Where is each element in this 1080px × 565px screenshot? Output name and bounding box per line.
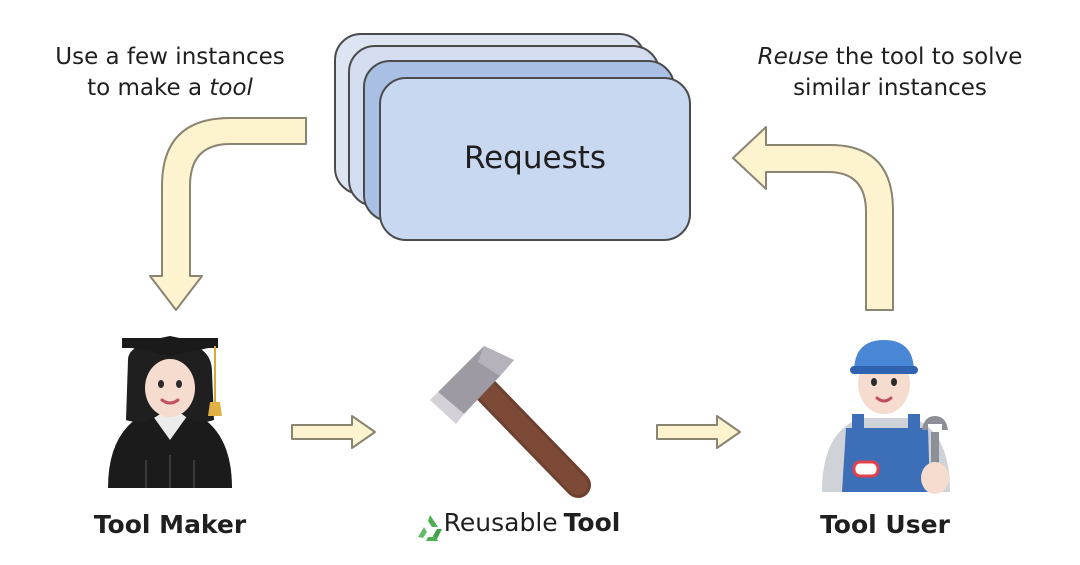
tool-user-label: Tool User: [820, 510, 950, 539]
caption-reuse-rest: the tool to solve: [828, 44, 1023, 70]
caption-make-tool-line1: Use a few instances: [55, 44, 285, 70]
curved-arrow-right: [732, 126, 894, 311]
tool-maker-label: Tool Maker: [93, 510, 247, 539]
request-card-front: [379, 77, 691, 241]
requests-label: Requests: [463, 140, 607, 176]
caption-reuse-tool-line2: similar instances: [793, 75, 987, 101]
caption-reuse-emphasis: Reuse: [757, 44, 829, 70]
reusable-tool-strong: Tool: [563, 508, 621, 537]
requests-stack: [334, 33, 691, 241]
curved-arrow-left: [149, 117, 307, 311]
tool-maker-icon: [108, 336, 232, 488]
caption-reuse-tool-line1: Reuse the tool to solve: [745, 42, 1035, 73]
caption-make-tool-line2: to make a tool: [40, 73, 300, 104]
hammer-icon: [430, 346, 591, 498]
caption-reuse-tool: Reuse the tool to solve similar instance…: [745, 42, 1035, 104]
arrow-maker-to-tool: [291, 415, 376, 449]
tool-user-icon: [822, 340, 950, 494]
caption-make-tool: Use a few instances to make a tool: [40, 42, 300, 104]
caption-make-tool-prefix: to make a: [87, 75, 210, 101]
reusable-tool-label: Reusable Tool: [395, 508, 635, 537]
arrow-tool-to-user: [656, 415, 741, 449]
recycle-icon: [418, 515, 442, 541]
caption-make-tool-emphasis: tool: [209, 75, 253, 101]
reusable-tool-prefix: Reusable: [443, 508, 558, 537]
